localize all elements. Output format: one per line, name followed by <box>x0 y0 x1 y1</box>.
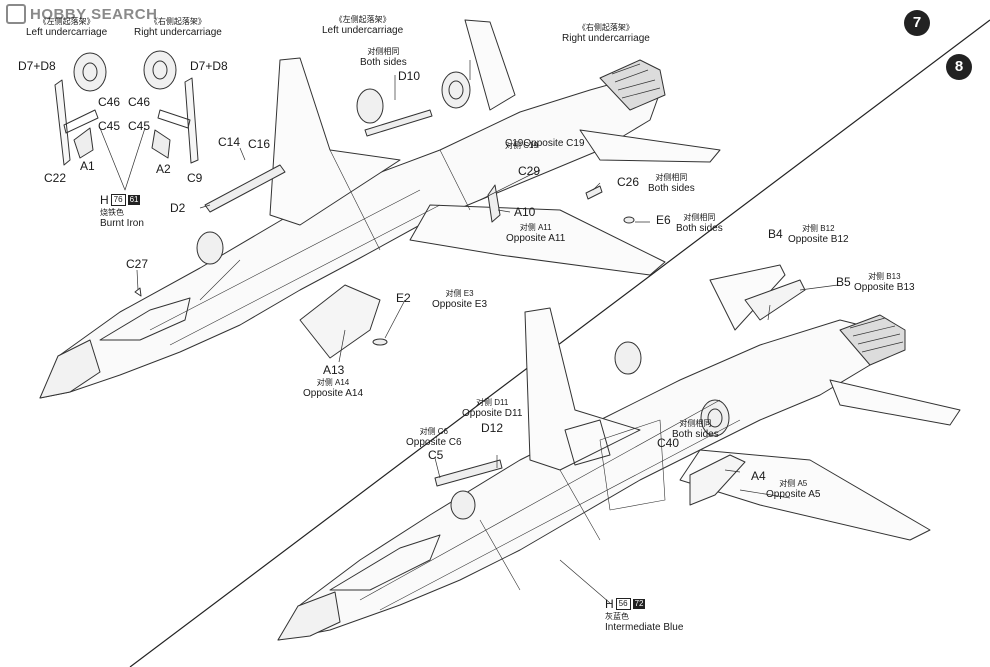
step7-aircraft-drawing <box>39 19 721 399</box>
left-undercarriage-heading: 《左侧起落架》Left undercarriage <box>26 17 108 38</box>
part-label-c46-right: C46 <box>128 95 151 109</box>
step-number-8: 8 <box>946 54 972 80</box>
part-label-c27: C27 <box>126 257 149 271</box>
watermark-text: HOBBY SEARCH <box>30 5 158 23</box>
part-label-c16: C16 <box>248 137 271 151</box>
left-undercarriage-heading-main: 《左侧起落架》Left undercarriage <box>322 15 404 36</box>
part-label-a2: A2 <box>156 162 171 176</box>
part-label-b4: B4 <box>768 227 783 241</box>
part-label-d7d8-left: D7+D8 <box>18 59 56 73</box>
c19-opposite-note-cn: 对侧 C19 <box>505 141 538 150</box>
part-label-e2: E2 <box>396 291 411 305</box>
part-label-a4: A4 <box>751 469 766 483</box>
right-undercarriage-heading: 《右侧起落架》Right undercarriage <box>134 17 222 38</box>
part-label-c45-right: C45 <box>128 119 151 133</box>
part-label-c5: C5 <box>428 448 444 462</box>
part-label-d10: D10 <box>398 69 421 83</box>
part-label-d2: D2 <box>170 201 186 215</box>
step-divider <box>129 19 990 667</box>
hobby-search-logo-icon <box>6 4 26 24</box>
part-label-c9: C9 <box>187 171 203 185</box>
part-label-a1: A1 <box>80 159 95 173</box>
c19-opposite-note: C19Opposite C19 <box>505 138 585 149</box>
part-label-c26: C26 <box>617 175 640 189</box>
part-label-a10: A10 <box>514 205 536 219</box>
part-label-d12: D12 <box>481 421 504 435</box>
hobby-search-watermark: HOBBY SEARCH <box>6 4 157 24</box>
right-undercarriage-heading-main: 《右侧起落架》Right undercarriage <box>562 23 650 44</box>
step7-undercarriage-detail <box>54 50 199 191</box>
part-label-a13: A13 <box>323 363 345 377</box>
part-label-e6: E6 <box>656 213 671 227</box>
part-label-c46-left: C46 <box>98 95 121 109</box>
part-label-d7d8-right: D7+D8 <box>190 59 228 73</box>
step8-aircraft-drawing <box>277 264 961 641</box>
part-label-c45-left: C45 <box>98 119 121 133</box>
part-label-c40: C40 <box>657 436 680 450</box>
part-label-c29: C29 <box>518 164 541 178</box>
part-label-c14: C14 <box>218 135 241 149</box>
part-label-b5: B5 <box>836 275 851 289</box>
part-label-c22: C22 <box>44 171 67 185</box>
step-number-7: 7 <box>904 10 930 36</box>
